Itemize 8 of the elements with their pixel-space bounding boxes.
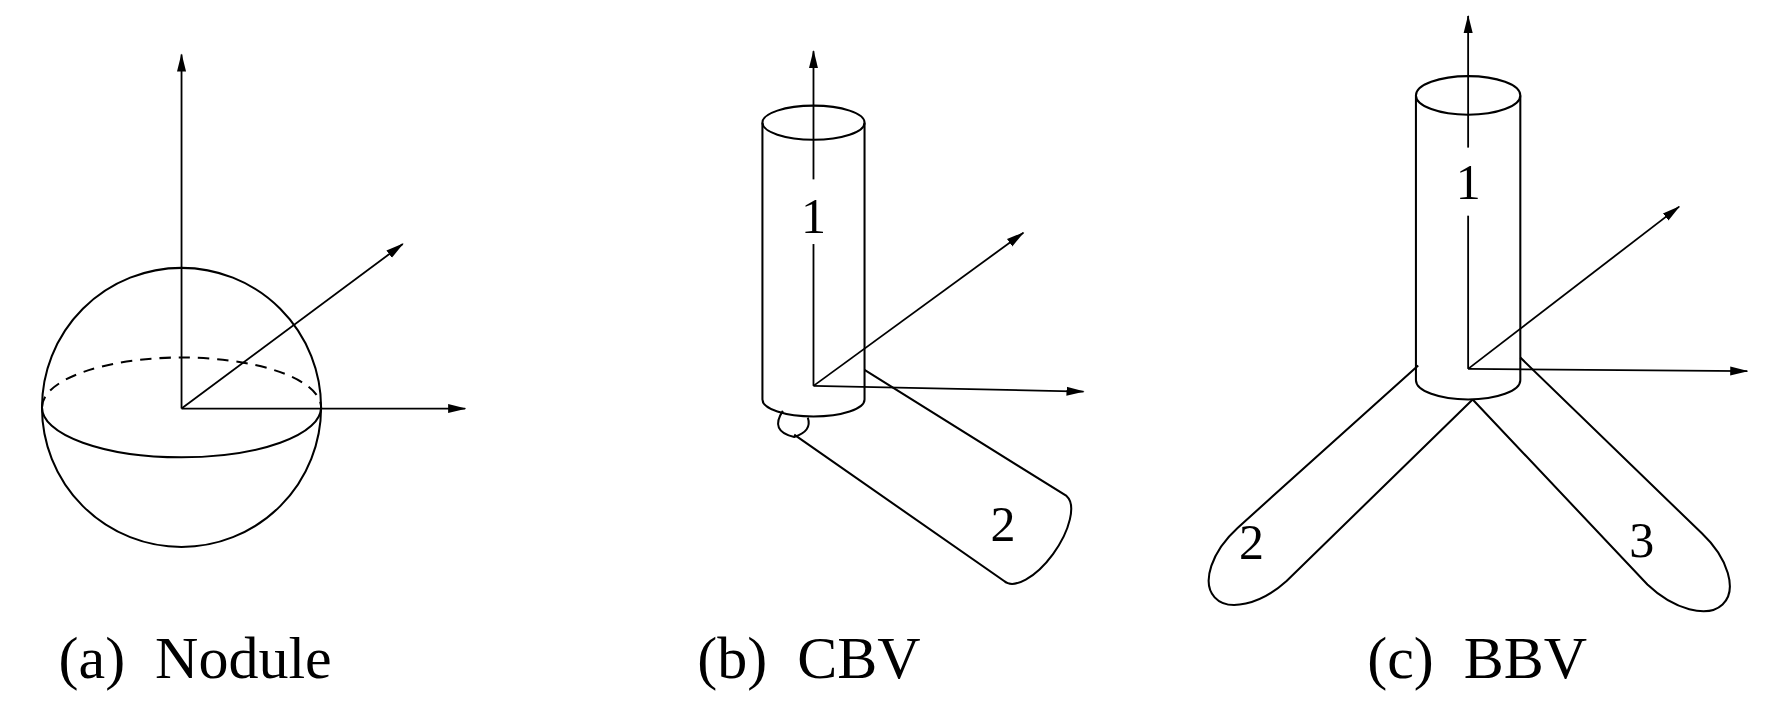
figure-caption: (b) CBV	[697, 628, 921, 689]
part-number: 2	[1238, 517, 1264, 568]
part-number: 2	[990, 499, 1016, 550]
figure-caption: (c) BBV	[1367, 628, 1588, 689]
part-number: 3	[1629, 515, 1655, 566]
figure-caption: (a) Nodule	[58, 628, 332, 689]
part-number: 1	[1455, 156, 1481, 207]
part-number: 1	[800, 190, 826, 241]
